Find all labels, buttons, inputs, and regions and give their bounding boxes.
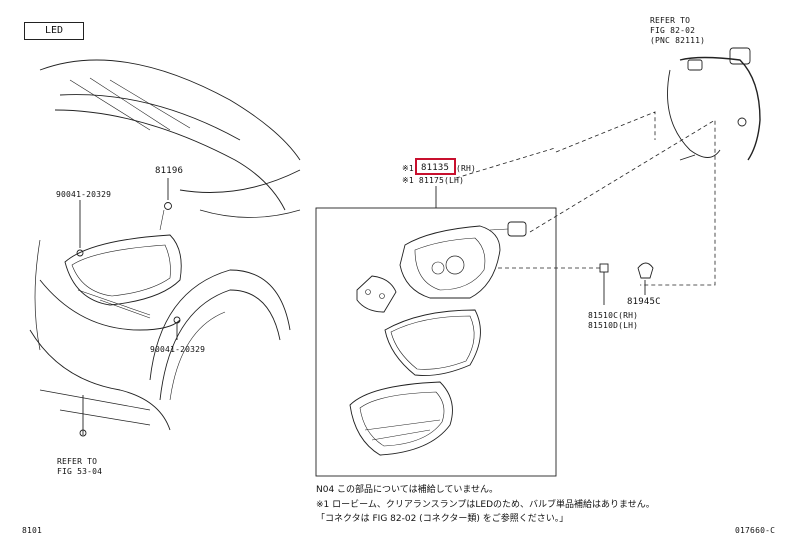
hood-edge [54, 109, 286, 211]
left-headlamp [64, 234, 182, 306]
part-label-81175[interactable]: ※1 81175(LH) [402, 176, 465, 185]
part-label-81135[interactable]: 81135 [421, 163, 450, 173]
fender-line [179, 169, 301, 193]
note-connector: 「コネクタは FIG 82-02 (コネクター類) をご参照ください。」 [316, 514, 569, 524]
lens [349, 381, 453, 456]
bumper-line [39, 279, 181, 331]
refer-fig-right[interactable]: FIG 82-02 [650, 26, 696, 35]
part-label-81945c[interactable]: 81945C [627, 297, 661, 307]
part-label-81510c[interactable]: 81510C(RH) [588, 311, 639, 320]
part-label-81510d[interactable]: 81510D(LH) [588, 321, 639, 330]
bracket [356, 275, 397, 313]
part-label-81196[interactable]: 81196 [155, 166, 184, 176]
variant-tag: LED [24, 22, 84, 40]
grommet [637, 262, 654, 279]
hood-line [39, 59, 301, 161]
part-label-screw-lower[interactable]: 90041-20329 [150, 345, 206, 354]
refer-title-right: REFER TO [650, 16, 691, 25]
part-label-screw-upper[interactable]: 90041-20329 [56, 190, 112, 199]
note-mark1: ※1 ロービーム、クリアランスランプはLEDのため、バルブ単品補給はありません。 [316, 500, 655, 510]
part-rh-suffix: (RH) [456, 164, 477, 173]
housing [399, 225, 501, 299]
refer-fig-left[interactable]: FIG 53-04 [57, 467, 103, 476]
gasket [384, 309, 481, 376]
wire-harness [679, 56, 761, 161]
part-highlight-box [415, 158, 456, 175]
note-n04: N04 この部品については補給していません。 [316, 485, 499, 495]
exploded-view-frame [315, 207, 557, 477]
mark-rh: ※1 [402, 164, 414, 173]
footer-right-code: 017660-C [735, 526, 776, 535]
refer-pnc-right: (PNC 82111) [650, 36, 706, 45]
wheel-arch [149, 269, 291, 381]
refer-title-left: REFER TO [57, 457, 98, 466]
footer-left-code: 8101 [22, 526, 43, 535]
